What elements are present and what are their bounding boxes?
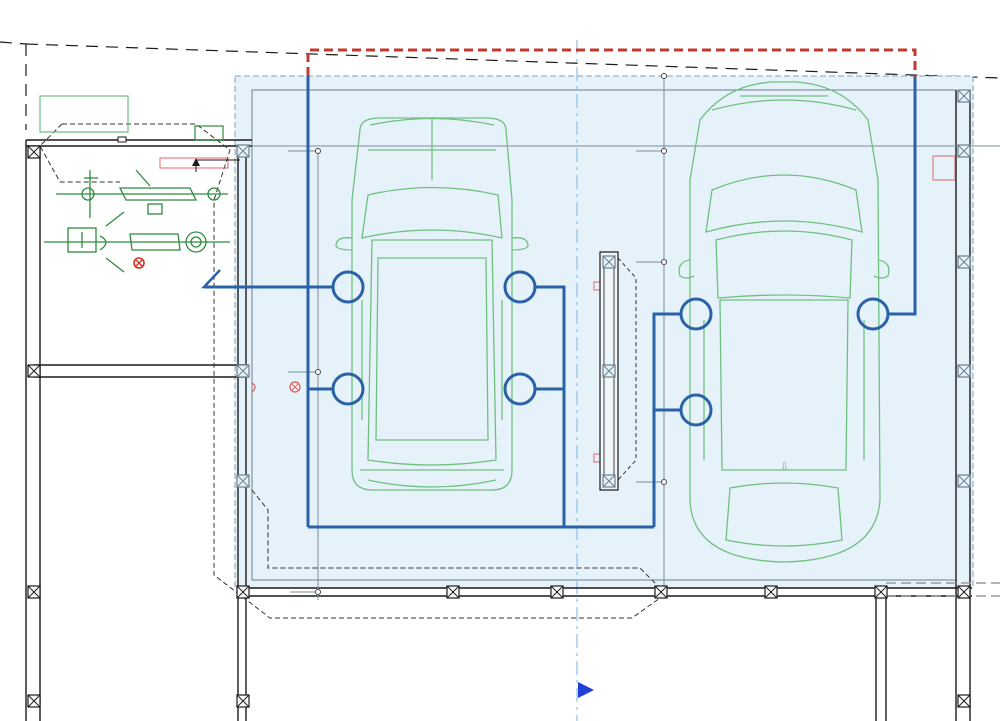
arrow-icon xyxy=(192,158,200,166)
meter-box-small xyxy=(194,125,224,141)
meter-box-large xyxy=(39,95,129,133)
bottom-beams xyxy=(238,90,1000,721)
compact-car xyxy=(335,117,529,491)
red-small-mark xyxy=(251,382,256,393)
bicycle-lower xyxy=(44,211,230,273)
outlet-circle-icon xyxy=(503,270,537,304)
left-building-structure xyxy=(25,139,252,721)
boundary-red-dashed xyxy=(306,48,917,78)
bicycle-upper xyxy=(56,169,228,218)
triangle-right-icon xyxy=(578,682,594,698)
red-annotation-box-right xyxy=(932,155,956,181)
sedan-car: ⇩ xyxy=(678,81,890,563)
outlet-circle-icon xyxy=(503,372,537,406)
outlet-circle-icon xyxy=(679,393,713,427)
step-arrow xyxy=(195,159,240,172)
roof-outline-dashed-3 xyxy=(251,489,661,589)
red-annotation-rect xyxy=(159,157,229,169)
outlet-circle-icon xyxy=(331,270,365,304)
roof-outline-dashed-2 xyxy=(39,123,120,183)
wiring-lines xyxy=(201,76,917,529)
close-circle-icon xyxy=(133,257,145,269)
outlet-circle-icon xyxy=(679,297,713,331)
roof-outline-dashed xyxy=(62,123,661,619)
outlet-circle-icon xyxy=(856,297,890,331)
outlet-circle-icon xyxy=(331,372,365,406)
down-arrow-glyph: ⇩ xyxy=(780,460,789,473)
close-circle-icon xyxy=(289,381,301,393)
vent-box xyxy=(117,136,127,143)
site-boundary xyxy=(0,41,1000,130)
guide-dots xyxy=(315,73,667,595)
